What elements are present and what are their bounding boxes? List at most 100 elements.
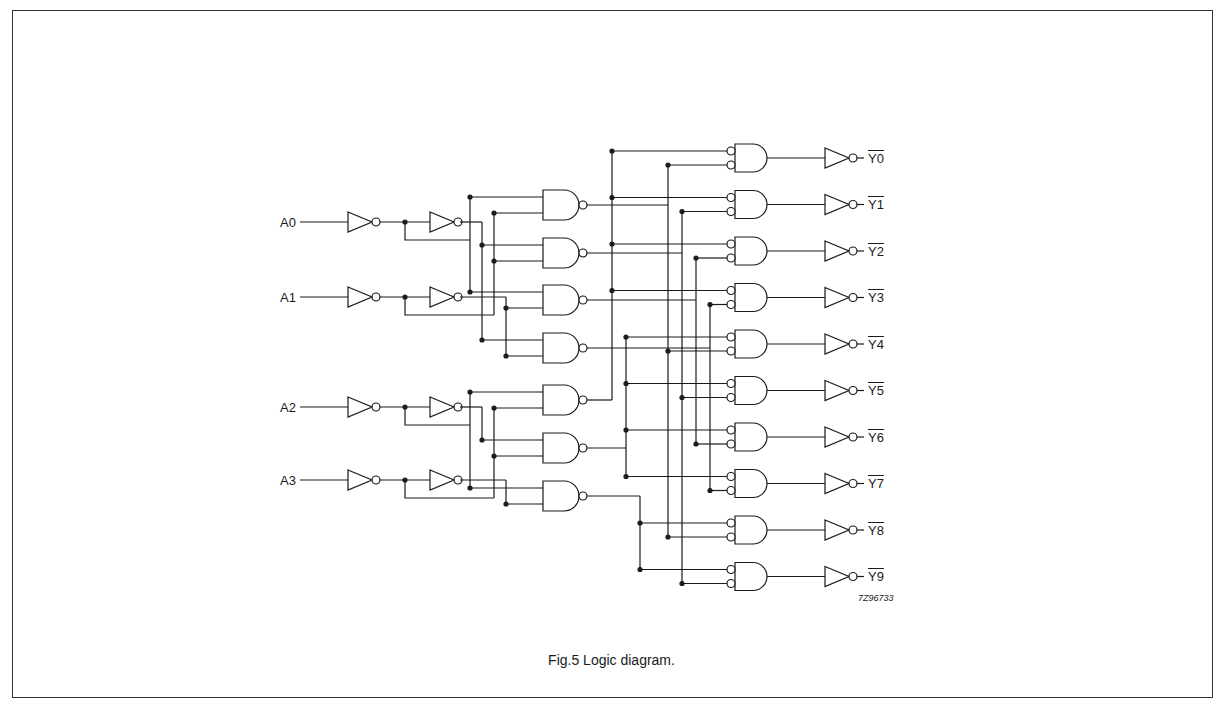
wire bbox=[494, 212, 543, 213]
wire bbox=[857, 483, 864, 484]
wire bbox=[460, 406, 482, 407]
wire bbox=[667, 165, 668, 537]
figure-code: 7Z96733 bbox=[858, 594, 894, 603]
wire bbox=[611, 151, 612, 400]
wire bbox=[494, 455, 543, 456]
nand-gate bbox=[543, 238, 579, 268]
inversion-bubble bbox=[849, 573, 857, 581]
inversion-bubble bbox=[849, 526, 857, 534]
and-gate bbox=[735, 144, 767, 172]
wire bbox=[668, 536, 727, 537]
wire bbox=[506, 355, 543, 356]
inversion-bubble bbox=[727, 194, 735, 202]
and-gate bbox=[735, 423, 767, 451]
inverter-symbol bbox=[430, 470, 454, 490]
output-label: Y5 bbox=[868, 384, 884, 397]
wire bbox=[767, 390, 825, 391]
inversion-bubble bbox=[372, 403, 380, 411]
wire bbox=[857, 436, 864, 437]
inversion-bubble bbox=[727, 473, 735, 481]
inversion-bubble bbox=[727, 426, 735, 434]
inversion-bubble bbox=[579, 296, 587, 304]
wire bbox=[587, 399, 612, 400]
wire bbox=[857, 157, 864, 158]
inversion-bubble bbox=[727, 254, 735, 262]
wire bbox=[587, 204, 668, 205]
wire bbox=[640, 522, 727, 523]
wire bbox=[460, 221, 482, 222]
inversion-bubble bbox=[849, 294, 857, 302]
input-label: A2 bbox=[280, 401, 296, 414]
wire bbox=[460, 296, 506, 297]
inverter-symbol bbox=[348, 287, 372, 307]
wire bbox=[612, 243, 727, 244]
wire bbox=[469, 392, 470, 488]
inverter-symbol bbox=[825, 427, 849, 447]
inversion-bubble bbox=[849, 247, 857, 255]
wire bbox=[506, 307, 543, 308]
wire bbox=[626, 429, 727, 430]
wire bbox=[857, 204, 864, 205]
nand-gate bbox=[543, 433, 579, 463]
inversion-bubble bbox=[727, 487, 735, 495]
figure-caption: Fig.5 Logic diagram. bbox=[0, 652, 1223, 668]
inverter-symbol bbox=[825, 195, 849, 215]
inversion-bubble bbox=[849, 480, 857, 488]
inversion-bubble bbox=[579, 201, 587, 209]
wire bbox=[682, 397, 727, 398]
inversion-bubble bbox=[727, 519, 735, 527]
inverter-symbol bbox=[825, 567, 849, 587]
wire bbox=[767, 529, 825, 530]
wire bbox=[767, 157, 825, 158]
inversion-bubble bbox=[849, 340, 857, 348]
inversion-bubble bbox=[727, 301, 735, 309]
wire bbox=[682, 211, 727, 212]
wire bbox=[494, 407, 543, 408]
wire bbox=[506, 503, 543, 504]
wire bbox=[640, 569, 727, 570]
nand-gate bbox=[543, 385, 579, 415]
wire bbox=[481, 407, 482, 440]
inversion-bubble bbox=[727, 440, 735, 448]
wire bbox=[767, 483, 825, 484]
and-gate bbox=[735, 470, 767, 498]
wire bbox=[405, 222, 470, 240]
inversion-bubble bbox=[727, 347, 735, 355]
output-label: Y2 bbox=[868, 245, 884, 258]
wire bbox=[639, 496, 640, 570]
inversion-bubble bbox=[579, 396, 587, 404]
inversion-bubble bbox=[727, 533, 735, 541]
inverter-symbol bbox=[825, 148, 849, 168]
wire bbox=[587, 299, 696, 300]
input-label: A3 bbox=[280, 474, 296, 487]
output-label: Y7 bbox=[868, 477, 884, 490]
wire bbox=[767, 576, 825, 577]
inverter-symbol bbox=[825, 381, 849, 401]
wire bbox=[493, 408, 494, 498]
inversion-bubble bbox=[727, 580, 735, 588]
wire bbox=[482, 439, 543, 440]
wire bbox=[857, 250, 864, 251]
wire bbox=[857, 297, 864, 298]
wire bbox=[626, 383, 727, 384]
inversion-bubble bbox=[579, 492, 587, 500]
input-label: A1 bbox=[280, 291, 296, 304]
inversion-bubble bbox=[849, 433, 857, 441]
and-gate bbox=[735, 284, 767, 312]
wire bbox=[695, 258, 696, 444]
and-gate bbox=[735, 377, 767, 405]
wire bbox=[626, 336, 727, 337]
wire bbox=[587, 447, 626, 448]
inversion-bubble bbox=[727, 333, 735, 341]
wire bbox=[696, 443, 727, 444]
wire bbox=[681, 212, 682, 584]
inversion-bubble bbox=[849, 387, 857, 395]
wire bbox=[767, 204, 825, 205]
output-label: Y4 bbox=[868, 338, 884, 351]
wire bbox=[709, 305, 710, 491]
wire bbox=[405, 480, 494, 498]
wire bbox=[587, 347, 710, 348]
wire bbox=[470, 291, 543, 292]
wire bbox=[767, 343, 825, 344]
